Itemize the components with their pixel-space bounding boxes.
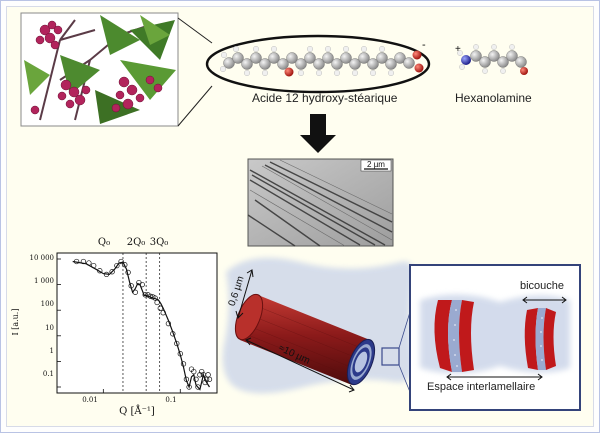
x-tick-0.1: 0.1: [165, 396, 176, 404]
nanotube-illustration: [222, 257, 414, 394]
bilayer-label: bicouche: [520, 280, 565, 292]
peak-label-q0: Q₀: [98, 237, 110, 248]
diameter-arrow-line: [237, 269, 253, 319]
data-point: [118, 258, 124, 265]
plot-y-axis-label: I [a.u.]: [11, 309, 20, 336]
tube-body: [240, 295, 370, 385]
data-point: [191, 368, 197, 375]
plot-x-axis-label: Q [Å⁻¹]: [119, 405, 155, 417]
amine-label: Hexanolamine: [455, 91, 532, 105]
electron-micrograph: [247, 158, 394, 247]
data-point: [197, 372, 203, 378]
data-point: [199, 368, 205, 375]
data-point: [142, 292, 148, 298]
peak-label-3q0: 3Q₀: [150, 237, 169, 248]
bilayer-inset: [409, 264, 581, 411]
data-point: [109, 269, 115, 275]
peak-label-2q0: 2Q₀: [127, 237, 146, 248]
zoom-line-bottom: [398, 364, 411, 393]
zoom-line-top: [398, 311, 411, 349]
down-arrow-icon: [300, 114, 336, 153]
length-arrow-line: [245, 339, 355, 391]
plot-area: [56, 252, 218, 394]
connector-line-bottom: [177, 85, 213, 127]
y-tick-1: 1: [50, 347, 54, 355]
scale-bar-label: 2 µm: [367, 160, 385, 169]
y-tick-10: 10: [45, 324, 54, 332]
molecule-highlight-ellipse: [205, 34, 431, 94]
hexanolamine-molecule: [457, 44, 528, 75]
spacing-label: Espace interlamellaire: [427, 381, 536, 393]
x-tick-0.01: 0.01: [82, 396, 98, 404]
data-point: [206, 376, 213, 382]
hydroxystearic-acid-molecule: [220, 46, 424, 77]
saxs-plot: [56, 252, 218, 394]
acid-charge-label: -: [422, 39, 426, 51]
zoom-box: [381, 347, 400, 366]
y-tick-100: 100: [41, 300, 54, 308]
tube-end-left: [234, 293, 264, 341]
bilayer-right: [524, 308, 556, 370]
data-point: [193, 376, 199, 382]
bilayer-left: [434, 300, 474, 372]
data-point: [174, 340, 180, 347]
acid-label: Acide 12 hydroxy-stéarique: [252, 91, 398, 105]
y-tick-10000: 10 000: [30, 254, 55, 262]
amine-charge-label: +: [455, 44, 461, 55]
tube-end-right: [346, 338, 376, 386]
y-tick-1000: 1 000: [34, 277, 54, 285]
connector-line-top: [177, 17, 213, 44]
plot-vertical-lines: [122, 253, 161, 393]
castor-plant-photo: [20, 12, 179, 127]
plot-ticks: [57, 258, 181, 393]
plot-fit-curve: [72, 260, 211, 391]
data-point: [114, 262, 120, 269]
y-tick-0.1: 0.1: [43, 370, 54, 378]
